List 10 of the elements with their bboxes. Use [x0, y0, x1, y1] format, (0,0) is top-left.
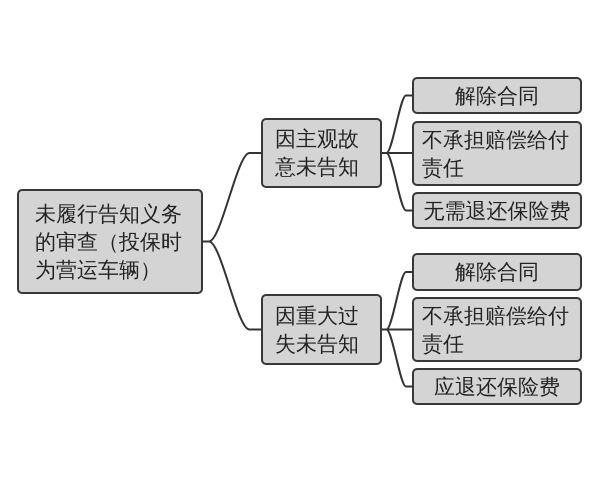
- connector-line: [203, 240, 261, 330]
- leaf-box: 不承担赔偿给付责任: [412, 121, 582, 186]
- leaf-box: 解除合同: [412, 77, 582, 114]
- leaf-box: 无需退还保险费: [412, 192, 582, 229]
- branch-box: 因主观故意未告知: [261, 118, 382, 188]
- leaf-box: 解除合同: [412, 253, 582, 291]
- leaf-box: 应退还保险费: [412, 368, 582, 405]
- branch-box: 因重大过失未告知: [261, 294, 382, 365]
- topic-box: 未履行告知义务的审查（投保时为营运车辆）: [17, 189, 203, 294]
- leaf-box: 不承担赔偿给付责任: [412, 297, 582, 362]
